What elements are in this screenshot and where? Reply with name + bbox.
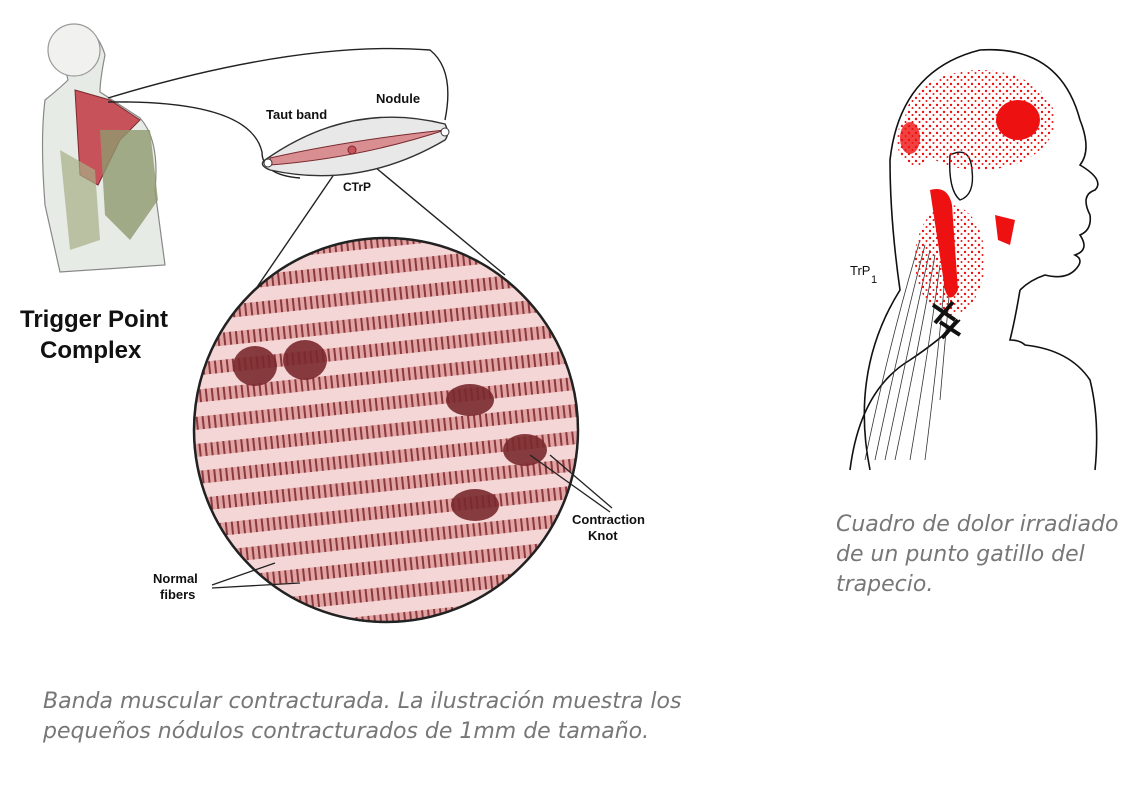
taut-band-spindle — [262, 117, 449, 176]
label-taut-band: Taut band — [266, 107, 327, 122]
right-figure-caption: Cuadro de dolor irradiado de un punto ga… — [836, 510, 1126, 600]
torso-drawing — [43, 24, 166, 272]
referred-pain-zones — [897, 70, 1055, 315]
label-knot: Knot — [588, 528, 618, 543]
label-fibers: fibers — [160, 587, 195, 602]
left-figure-caption: Banda muscular contracturada. La ilustra… — [43, 687, 703, 747]
label-trp: TrP — [850, 263, 870, 278]
trigger-point-complex-illustration: Taut band Nodule CTrP Contraction Knot N… — [0, 0, 700, 640]
label-nodule: Nodule — [376, 91, 420, 106]
trapezius-referred-pain-illustration: TrP 1 — [830, 40, 1130, 480]
label-contraction: Contraction — [572, 512, 645, 527]
label-normal: Normal — [153, 571, 198, 586]
label-trp-subscript: 1 — [871, 274, 877, 286]
label-ctrp: CTrP — [343, 180, 371, 194]
figure-title-line1: Trigger Point — [20, 306, 168, 333]
figure-title-line2: Complex — [40, 337, 142, 364]
